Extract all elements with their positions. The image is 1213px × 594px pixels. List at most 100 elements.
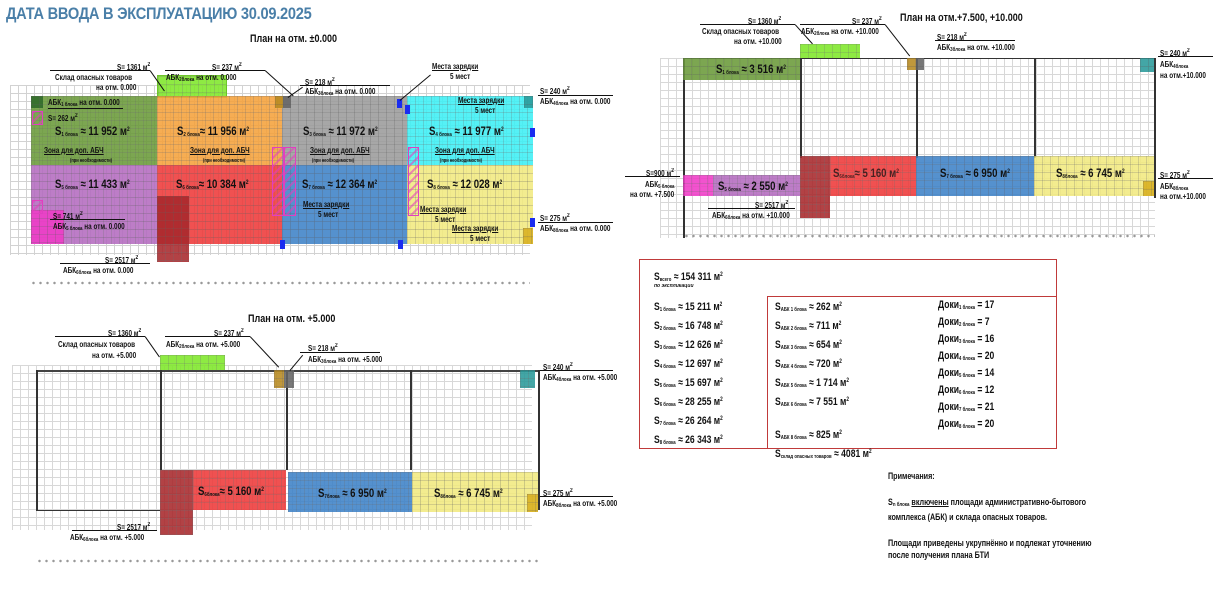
text-part: S= 2517 м — [755, 201, 786, 210]
abk-8-label: АБК8блока на отм. 0.000 — [540, 224, 610, 236]
text-part: S — [775, 320, 781, 332]
subscript: 4 блока — [959, 356, 975, 362]
abk-area-row: SАБК 3 блока ≈ 654 м2 — [775, 336, 872, 355]
block-3 — [282, 96, 407, 165]
abk-3-label: АБК3блока на отм. +10.000 — [937, 43, 1015, 55]
text-part: на отм. +10.000 — [967, 43, 1015, 52]
abk-2-label: АБК2блока на отм. 0.000 — [166, 73, 236, 85]
subscript: 4 блока — [659, 364, 676, 370]
text-part: АБК — [166, 73, 180, 82]
superscript: 2 — [500, 127, 504, 133]
abk-4-area: S= 240 м2 — [1160, 46, 1190, 59]
text-part: Доки — [938, 316, 960, 328]
text-part: АБК — [1160, 60, 1174, 69]
abk-3-label: АБК3блока на отм. +5.000 — [308, 355, 382, 367]
text-part: ≈ 11 433 м — [80, 177, 127, 191]
docks-row: Доки5 блока = 14 — [938, 366, 994, 383]
text-part: на отм. +5.000 — [196, 340, 241, 349]
subscript: АБК 6 блока — [780, 402, 807, 408]
superscript: 2 — [374, 127, 378, 133]
abk-6-area: S= 2517 м2 — [117, 520, 150, 533]
superscript: 2 — [245, 180, 249, 186]
abk-3-area: S= 218 м2 — [937, 30, 967, 43]
text-part: АБК — [1160, 182, 1174, 191]
notes-title: Примечания: — [888, 471, 935, 481]
superscript: 2 — [383, 489, 387, 495]
block-area-label: S7 блока ≈ 6 950 м2 — [940, 166, 1010, 180]
leader-line — [286, 370, 288, 470]
abk-area-row: SАБК 5 блока ≈ 1 714 м2 — [775, 374, 872, 393]
abk-6-label: АБК6блока на отм. 0.000 — [63, 266, 133, 278]
text-part: ≈ 16 748 м — [678, 320, 721, 332]
leader-line — [48, 108, 123, 110]
abk-area-row: SАБК 8 блока ≈ 825 м2 — [775, 426, 872, 445]
subscript: 3блока — [321, 359, 337, 365]
charging-spot — [397, 99, 402, 108]
subscript: 1 блока — [61, 132, 78, 138]
leader-line — [165, 70, 265, 72]
abk-8-zone — [1143, 181, 1154, 196]
warehouse-level: на отм. 0.000 — [96, 83, 137, 92]
subscript: 1 блока — [61, 102, 78, 108]
abk-8-area: S= 275 м2 — [1160, 168, 1190, 181]
text-part: = 17 — [977, 299, 995, 311]
text-part: АБК — [540, 97, 554, 106]
superscript: 2 — [783, 65, 786, 71]
docks-row: Доки8 блока = 20 — [938, 417, 994, 434]
superscript: 2 — [246, 127, 249, 133]
block-total-row: S3 блока ≈ 12 626 м2 — [654, 336, 723, 355]
leader-line — [300, 85, 390, 87]
text-part: ≈ 154 311 м — [673, 271, 721, 283]
text-part: S — [775, 301, 781, 313]
subscript: 8блока — [556, 503, 572, 509]
superscript: 2 — [569, 488, 573, 494]
charging-spot — [530, 128, 535, 137]
superscript: 2 — [261, 487, 264, 493]
leader-line — [540, 370, 613, 372]
superscript: 2 — [896, 169, 899, 175]
subscript: 3блока — [318, 91, 334, 97]
leader-line — [300, 352, 380, 354]
subscript: 5 блока — [724, 187, 741, 193]
axis-ruler — [36, 558, 538, 564]
leader-line — [50, 70, 150, 72]
charging-spot — [405, 105, 410, 114]
text-part: ≈ 6 950 м — [342, 486, 384, 500]
text-part: S= 237 м — [852, 17, 879, 26]
docks-row: Доки3 блока = 16 — [938, 332, 994, 349]
charging-count: 5 мест — [475, 106, 496, 115]
text-part: S — [654, 434, 660, 446]
abk-8-label: АБК8блока — [1160, 182, 1188, 194]
block-area-label: S1 блока ≈ 11 952 м2 — [55, 124, 130, 138]
text-part: S= 2517 м — [117, 523, 148, 532]
superscript: 2 — [720, 397, 723, 403]
leader-line — [60, 263, 150, 265]
leader-line — [50, 219, 125, 221]
block-total-row: S2 блока ≈ 16 748 м2 — [654, 317, 723, 336]
subscript: 5 блока — [66, 226, 83, 232]
superscript: 2 — [1121, 169, 1125, 175]
abk-5-zone — [683, 175, 713, 196]
block-area-label: S3 блока ≈ 11 972 м2 — [303, 124, 378, 138]
warehouse-area: S= 1360 м2 — [748, 14, 781, 27]
subscript: АБК 5 блока — [780, 383, 807, 389]
abk-8-area: S= 275 м2 — [540, 211, 570, 224]
subscript: 1 блока — [722, 70, 739, 76]
superscript: 2 — [785, 182, 788, 188]
text-part: S — [654, 301, 660, 313]
abk-3-label: АБК3блока на отм. 0.000 — [305, 87, 375, 99]
leader-line — [935, 40, 1015, 42]
axis-ruler — [683, 233, 1155, 239]
warehouse-area: S= 1360 м2 — [108, 326, 141, 339]
text-part: S — [775, 396, 781, 408]
text-part: S — [716, 62, 723, 76]
superscript: 2 — [126, 127, 130, 133]
subscript: АБК 3 блока — [780, 345, 807, 351]
text-part: на отм. +5.000 — [338, 355, 383, 364]
text-part: ≈ 4081 м — [834, 448, 869, 460]
plan-title: План на отм.+7.500, +10.000 — [900, 12, 1023, 24]
superscript: 2 — [720, 340, 723, 346]
abk-3-zone — [916, 58, 924, 70]
block-area-label: S7 блока ≈ 12 364 м2 — [302, 177, 377, 191]
leader-line — [55, 336, 145, 338]
